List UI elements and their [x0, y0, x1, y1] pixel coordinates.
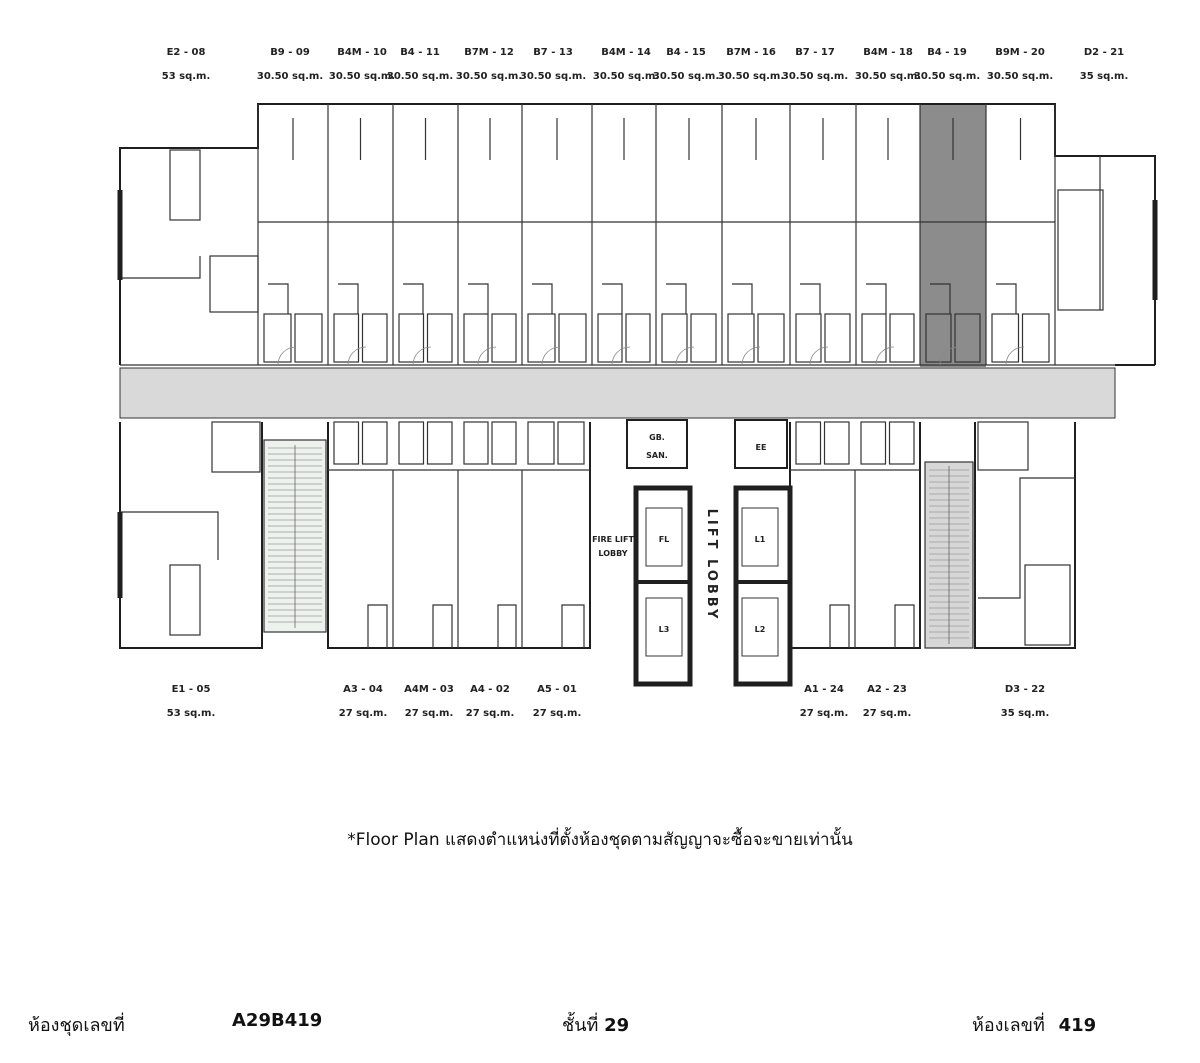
top-unit-code: B9 - 09	[270, 47, 310, 58]
lift-l3	[645, 597, 683, 657]
top-unit-area: 30.50 sq.m.	[782, 71, 848, 82]
top-unit-area: 30.50 sq.m.	[855, 71, 921, 82]
floor-group: ชั้นที่ 29	[562, 1010, 629, 1039]
bottom-unit-area: 27 sq.m.	[466, 708, 515, 719]
top-unit-code: B4M - 10	[337, 47, 387, 58]
top-unit-area: 30.50 sq.m.	[718, 71, 784, 82]
bottom-unit-area: 27 sq.m.	[405, 708, 454, 719]
top-unit-area: 30.50 sq.m.	[914, 71, 980, 82]
lift-fl-label: FL	[659, 535, 670, 544]
ee-room	[734, 419, 788, 469]
floor-plan: E2 - 08 53 sq.m. B9 - 09 30.50 sq.m. B4M - 1…	[117, 47, 1158, 719]
top-unit-code: B7M - 12	[464, 47, 514, 58]
top-unit-code: B4 - 19	[927, 47, 967, 58]
stair-right	[924, 461, 974, 649]
bottom-unit-code: A2 - 23	[867, 684, 907, 695]
top-unit-labels: E2 - 08 53 sq.m. B9 - 09 30.50 sq.m. B4M - 1…	[162, 47, 1129, 82]
floor-plan-note: *Floor Plan แสดงตำแหน่งที่ตั้งห้องชุดตาม…	[347, 830, 853, 850]
lift-fl	[645, 507, 683, 567]
lift-shaft-left	[633, 485, 693, 687]
fire-lift-label: FIRE LIFT	[592, 535, 634, 544]
top-unit-area: 30.50 sq.m.	[987, 71, 1053, 82]
lift-l2	[741, 597, 779, 657]
top-unit-code: B4 - 15	[666, 47, 706, 58]
lift-l1-label: L1	[755, 535, 766, 544]
floor-label: ชั้นที่	[562, 1015, 599, 1036]
top-unit-area: 30.50 sq.m.	[329, 71, 395, 82]
gb-label: GB.	[649, 433, 665, 442]
top-unit-code: E2 - 08	[167, 47, 206, 58]
bottom-unit-area: 53 sq.m.	[167, 708, 216, 719]
lift-l3-label: L3	[659, 625, 670, 634]
top-unit-code: B4M - 14	[601, 47, 651, 58]
ee-label: EE	[756, 443, 767, 452]
bottom-unit-area: 27 sq.m.	[863, 708, 912, 719]
top-unit-code: B7 - 17	[795, 47, 835, 58]
bottom-unit-code: E1 - 05	[172, 684, 211, 695]
top-unit-area: 30.50 sq.m.	[653, 71, 719, 82]
bottom-unit-labels: E1 - 05 53 sq.m. A3 - 04 27 sq.m. A4M - 03 27…	[167, 684, 1050, 719]
top-unit-code: B7 - 13	[533, 47, 573, 58]
bottom-unit-code: A1 - 24	[804, 684, 844, 695]
bottom-unit-area: 35 sq.m.	[1001, 708, 1050, 719]
unit-number-value-wrap: A29B419	[232, 1010, 322, 1031]
lift-l2-label: L2	[755, 625, 766, 634]
top-unit-partitions	[120, 104, 1115, 366]
room-number-label: ห้องเลขที่	[972, 1015, 1045, 1036]
top-unit-area: 30.50 sq.m.	[456, 71, 522, 82]
top-unit-area: 30.50 sq.m.	[387, 71, 453, 82]
lift-l1	[741, 507, 779, 567]
room-number-group: ห้องเลขที่ 419	[972, 1010, 1096, 1039]
top-unit-area: 30.50 sq.m.	[593, 71, 659, 82]
top-unit-code: B7M - 16	[726, 47, 776, 58]
bottom-unit-code: A3 - 04	[343, 684, 383, 695]
stair-left	[263, 439, 327, 633]
gb-san-room	[626, 419, 688, 469]
bottom-unit-area: 27 sq.m.	[533, 708, 582, 719]
bottom-unit-area: 27 sq.m.	[800, 708, 849, 719]
corridor	[119, 367, 1116, 419]
bottom-unit-area: 27 sq.m.	[339, 708, 388, 719]
unit-number-value: A29B419	[232, 1010, 323, 1031]
san-label: SAN.	[646, 451, 668, 460]
floor-value: 29	[604, 1015, 630, 1036]
top-unit-area: 30.50 sq.m.	[257, 71, 323, 82]
top-unit-area: 53 sq.m.	[162, 71, 211, 82]
unit-number-label: ห้องชุดเลขที่	[28, 1015, 125, 1036]
bottom-unit-code: D3 - 22	[1005, 684, 1045, 695]
top-unit-code: B9M - 20	[995, 47, 1045, 58]
top-unit-area: 30.50 sq.m.	[520, 71, 586, 82]
top-wing-walls	[119, 103, 1156, 366]
top-unit-area: 35 sq.m.	[1080, 71, 1129, 82]
fire-lobby-label: LOBBY	[598, 549, 627, 558]
top-unit-code: D2 - 21	[1084, 47, 1124, 58]
unit-number-group: ห้องชุดเลขที่	[28, 1010, 125, 1039]
bottom-unit-code: A4M - 03	[404, 684, 454, 695]
top-unit-code: B4M - 18	[863, 47, 913, 58]
lift-lobby-label: LIFT LOBBY	[704, 509, 719, 622]
lift-shaft-right	[733, 485, 793, 687]
bottom-unit-code: A4 - 02	[470, 684, 510, 695]
bottom-unit-code: A5 - 01	[537, 684, 577, 695]
bottom-unit-partitions	[117, 190, 1158, 648]
room-number-value: 419	[1058, 1015, 1097, 1036]
core: GB. SAN. EE FL L1 L2 L3 FIRE LIFT LOBBY …	[592, 419, 793, 687]
top-unit-code: B4 - 11	[400, 47, 440, 58]
